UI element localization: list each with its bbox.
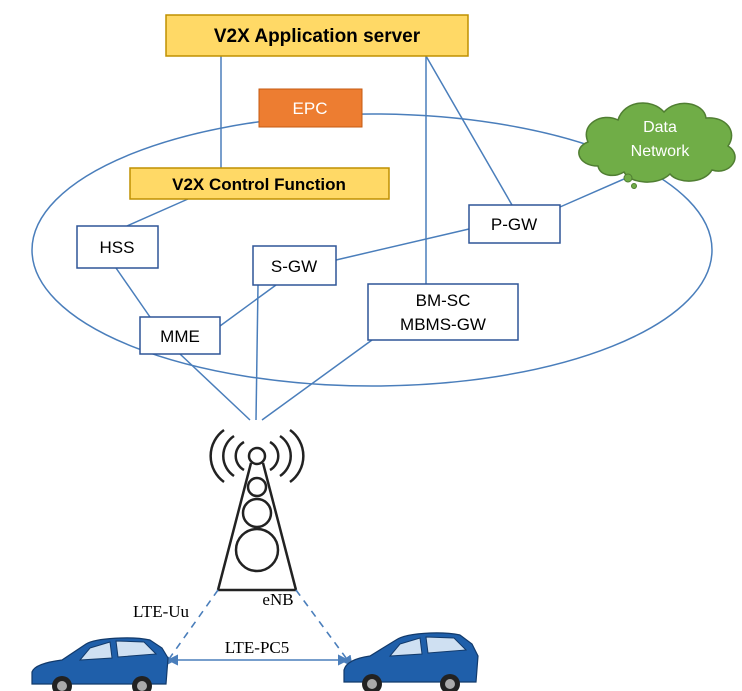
pgw-label: P-GW — [491, 215, 537, 234]
cloud-icon[interactable]: Data Network — [578, 102, 736, 189]
v2x-app-server-box[interactable]: V2X Application server — [165, 14, 469, 57]
line-hss-to-mme — [115, 267, 151, 318]
line-mme-to-sgw — [219, 284, 277, 327]
connection-lines — [115, 55, 641, 421]
line-sgw-to-enb — [255, 284, 259, 421]
lte-uu-link-left — [163, 589, 219, 667]
line-mme-to-enb — [179, 353, 251, 421]
lte-uu-label: LTE-Uu — [133, 602, 190, 621]
line-bmsc-to-enb — [261, 339, 373, 421]
mme-label: MME — [160, 327, 200, 346]
hss-box[interactable]: HSS — [76, 225, 159, 269]
mme-box[interactable]: MME — [139, 316, 221, 355]
bmsc-mbmsgw-box[interactable]: BM-SC MBMS-GW — [367, 283, 519, 341]
lte-pc5-label: LTE-PC5 — [225, 638, 290, 657]
data-network-label-line2: Network — [631, 143, 691, 160]
v2x-app-server-label: V2X Application server — [214, 26, 421, 47]
v2x-control-function-label: V2X Control Function — [172, 175, 346, 194]
bmsc-label: BM-SC — [416, 291, 471, 310]
enb-label: eNB — [262, 590, 293, 609]
line-sgw-to-pgw — [335, 228, 470, 261]
v2x-control-function-box[interactable]: V2X Control Function — [129, 167, 390, 200]
epc-boundary — [31, 113, 713, 387]
car-icon[interactable] — [31, 637, 169, 691]
sgw-label: S-GW — [271, 257, 317, 276]
car-icon[interactable] — [343, 632, 479, 691]
mbmsgw-label: MBMS-GW — [400, 315, 486, 334]
hss-label: HSS — [100, 238, 135, 257]
line-app-to-pgw — [425, 55, 513, 206]
pgw-box[interactable]: P-GW — [468, 204, 561, 244]
lte-uu-links — [163, 589, 353, 667]
lte-uu-link-right — [295, 589, 353, 667]
epc-label: EPC — [293, 99, 328, 118]
epc-box: EPC — [258, 88, 363, 128]
sgw-box[interactable]: S-GW — [252, 245, 337, 286]
data-network-label-line1: Data — [643, 119, 677, 136]
line-cf-to-hss — [126, 198, 189, 227]
cell-tower-icon[interactable] — [209, 428, 305, 592]
